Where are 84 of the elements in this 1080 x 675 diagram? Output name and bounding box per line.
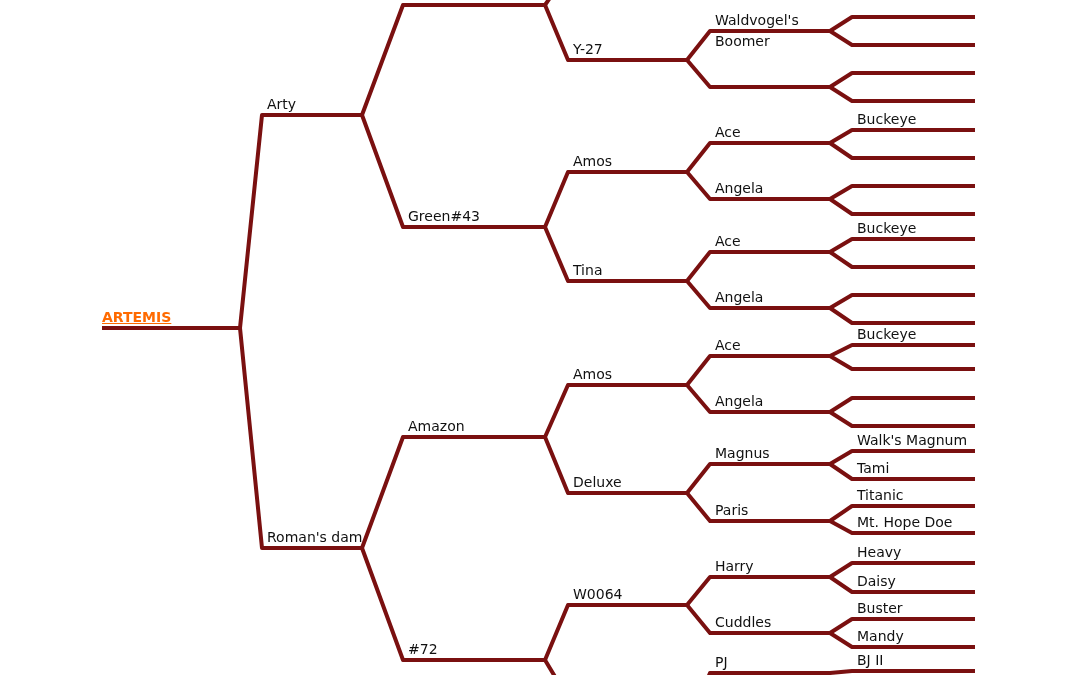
pedigree-connector bbox=[828, 410, 854, 428]
pedigree-connector bbox=[685, 279, 712, 310]
animal-name: Ace bbox=[715, 124, 741, 141]
animal-name: Green#43 bbox=[408, 208, 480, 225]
pedigree-connector bbox=[828, 71, 854, 89]
pedigree-connector bbox=[828, 462, 854, 481]
pedigree-connector bbox=[828, 449, 854, 466]
animal-name: Tami bbox=[857, 460, 890, 477]
pedigree-connector bbox=[828, 15, 854, 33]
pedigree-connector bbox=[828, 504, 854, 523]
animal-name: Amos bbox=[573, 153, 613, 170]
pedigree-connector bbox=[360, 3, 405, 117]
animal-name: Roman's dam bbox=[267, 529, 363, 546]
animal-name: PJ bbox=[715, 654, 728, 671]
animal-name: Deluxe bbox=[573, 474, 622, 491]
animal-name: Angela bbox=[715, 289, 764, 306]
pedigree-connector bbox=[828, 631, 854, 649]
animal-name: Harry bbox=[715, 558, 754, 575]
pedigree-connector bbox=[543, 383, 570, 439]
animal-name: Arty bbox=[267, 96, 297, 113]
pedigree-connector bbox=[685, 141, 712, 174]
animal-name: Ace bbox=[715, 337, 741, 354]
pedigree-connector bbox=[828, 561, 854, 579]
animal-name: Tina bbox=[573, 262, 603, 279]
pedigree-connector bbox=[828, 85, 854, 103]
pedigree-connector bbox=[685, 575, 712, 607]
pedigree-connector bbox=[828, 197, 854, 216]
animal-name: Daisy bbox=[857, 573, 896, 590]
pedigree-connector bbox=[543, 603, 570, 662]
animal-name: Titanic bbox=[857, 487, 904, 504]
animal-name: Heavy bbox=[857, 544, 902, 561]
animal-name: Y-27 bbox=[573, 41, 603, 58]
pedigree-connector bbox=[238, 326, 264, 550]
pedigree-connector bbox=[828, 306, 854, 325]
pedigree-connector bbox=[238, 113, 264, 330]
subject-name: ARTEMIS bbox=[102, 309, 172, 326]
pedigree-connector bbox=[828, 128, 854, 145]
animal-name: Buckeye bbox=[857, 111, 917, 128]
pedigree-connector bbox=[543, 435, 570, 495]
pedigree-connector bbox=[685, 603, 712, 635]
pedigree-connector bbox=[685, 250, 712, 283]
pedigree-connector bbox=[360, 113, 405, 229]
pedigree-connector bbox=[685, 462, 712, 495]
pedigree-connector bbox=[828, 293, 854, 310]
pedigree-connector bbox=[828, 354, 854, 371]
animal-name: Mt. Hope Doe bbox=[857, 514, 953, 531]
pedigree-connector bbox=[828, 184, 854, 201]
pedigree-connector bbox=[828, 519, 854, 535]
animal-name: Ace bbox=[715, 233, 741, 250]
pedigree-connector bbox=[685, 170, 712, 201]
pedigree-connector bbox=[543, 225, 570, 283]
pedigree-connector bbox=[828, 343, 854, 358]
animal-name: Waldvogel's Boomer bbox=[715, 11, 800, 51]
animal-name: Angela bbox=[715, 393, 764, 410]
pedigree-connector bbox=[685, 29, 712, 62]
animal-name: Paris bbox=[715, 502, 749, 519]
animal-name: Amos bbox=[573, 366, 613, 383]
pedigree-connector bbox=[828, 575, 854, 594]
pedigree-connector bbox=[543, 3, 570, 62]
pedigree-connector bbox=[828, 237, 854, 254]
pedigree-connector bbox=[360, 435, 405, 550]
pedigree-connector bbox=[828, 141, 854, 160]
pedigree-connector bbox=[543, 170, 570, 229]
animal-name: #72 bbox=[408, 641, 438, 658]
animal-name: Angela bbox=[715, 180, 764, 197]
pedigree-connector bbox=[828, 250, 854, 269]
pedigree-connector bbox=[685, 354, 712, 387]
pedigree-connector bbox=[685, 383, 712, 414]
animal-name: Mandy bbox=[857, 628, 904, 645]
animal-name: Magnus bbox=[715, 445, 770, 462]
animal-name: W0064 bbox=[573, 586, 623, 603]
animal-name: Buster bbox=[857, 600, 903, 617]
pedigree-connector bbox=[828, 396, 854, 414]
animal-name: Buckeye bbox=[857, 220, 917, 237]
animal-name: Walk's Magnum bbox=[857, 432, 968, 449]
animal-name: Buckeye bbox=[857, 326, 917, 343]
pedigree-connector bbox=[685, 58, 712, 89]
animal-name: Amazon bbox=[408, 418, 465, 435]
pedigree-connector bbox=[685, 491, 712, 523]
pedigree-connector bbox=[828, 29, 854, 47]
animal-name: Cuddles bbox=[715, 614, 772, 631]
pedigree-connector bbox=[360, 546, 405, 662]
pedigree-connector bbox=[828, 617, 854, 635]
animal-name: BJ II bbox=[857, 652, 884, 669]
